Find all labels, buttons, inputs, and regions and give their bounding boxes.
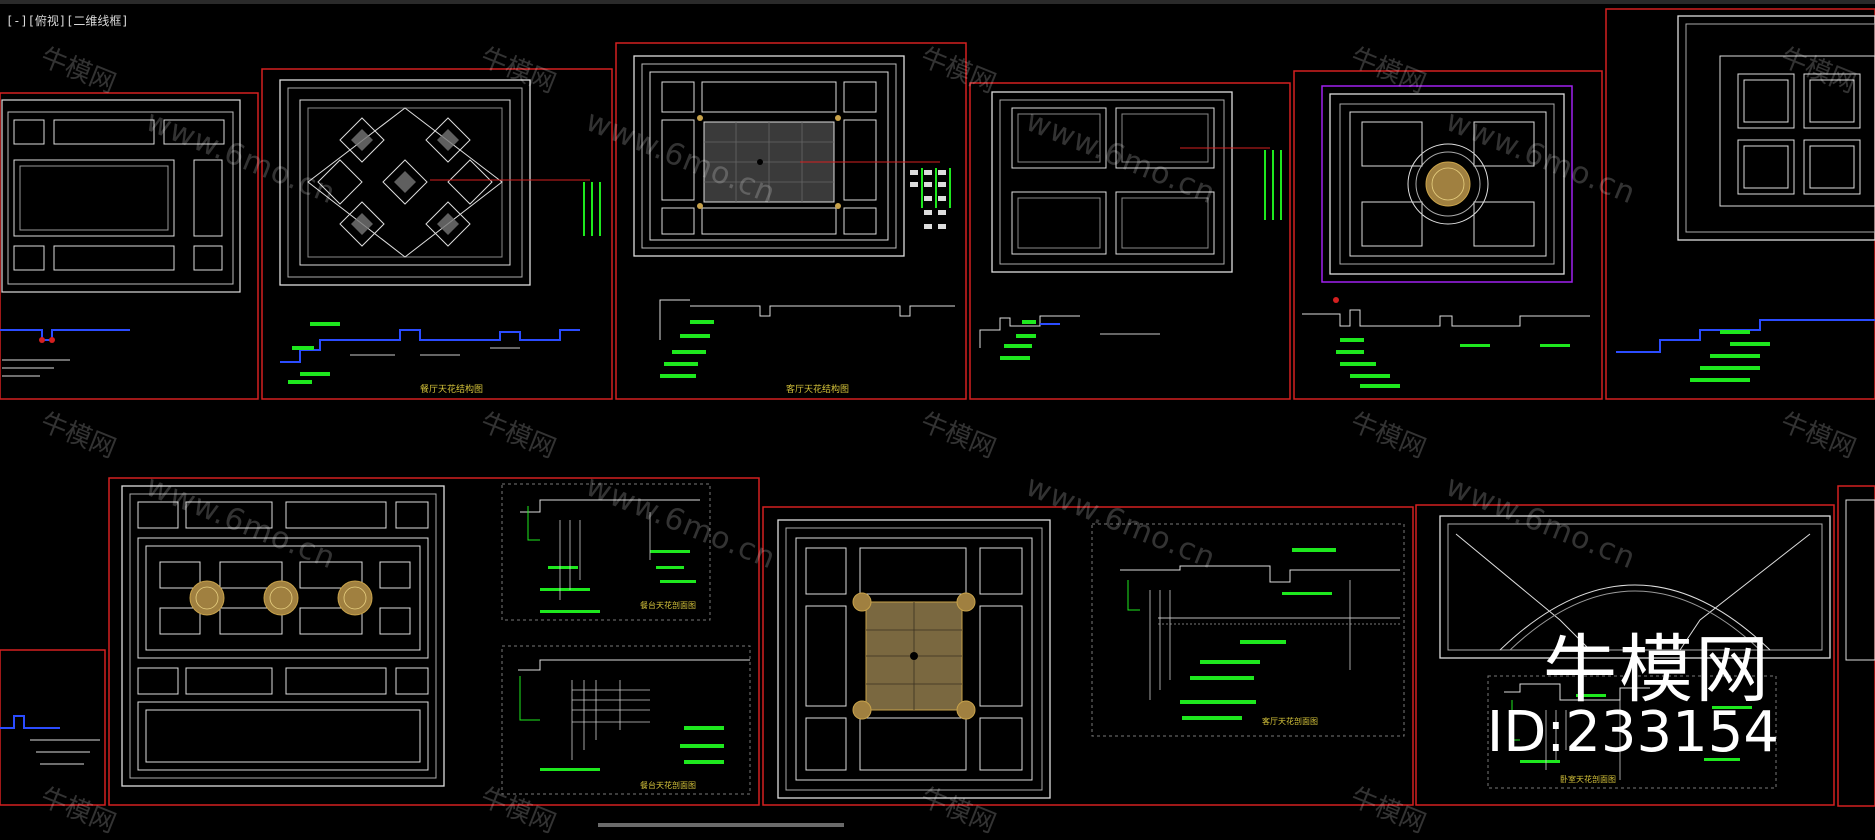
sheet-right-partial [1605,8,1875,400]
horizontal-scrollbar[interactable] [598,823,844,827]
sheet-bedroom-large: 卧室天花剖面图 [1415,504,1835,806]
dining-section-title-2: 餐台天花剖面图 [640,780,696,790]
living-section-title: 客厅天花剖面图 [1262,716,1318,726]
toolbar-strip [0,0,1875,4]
dining-ceiling-title: 餐厅天花结构图 [420,383,483,395]
living-ceiling-title: 客厅天花结构图 [786,383,849,395]
model-id-label: ID:233154 [1486,700,1779,765]
sheet-master-ceiling [1293,70,1603,400]
sheet-living-large: 客厅天花剖面图 [762,506,1414,806]
dining-section-title-1: 餐台天花剖面图 [640,600,696,610]
sheet-bedroom-ceiling [969,82,1291,400]
sheet-left-partial-2 [0,649,106,806]
sheet-dining-ceiling: 餐厅天花结构图 [261,68,613,400]
bedroom-section-title: 卧室天花剖面图 [1560,774,1616,784]
sheet-right-partial-2 [1837,485,1875,807]
brand-logo-text: 牛模网 [1543,627,1771,713]
viewport-label[interactable]: [-][俯视][二维线框] [6,14,129,28]
sheet-left-partial [0,92,259,400]
sheet-living-ceiling: 客厅天花结构图 [615,42,967,400]
sheet-dining-large: 餐台天花剖面图 餐台天花剖面图 [108,477,760,806]
